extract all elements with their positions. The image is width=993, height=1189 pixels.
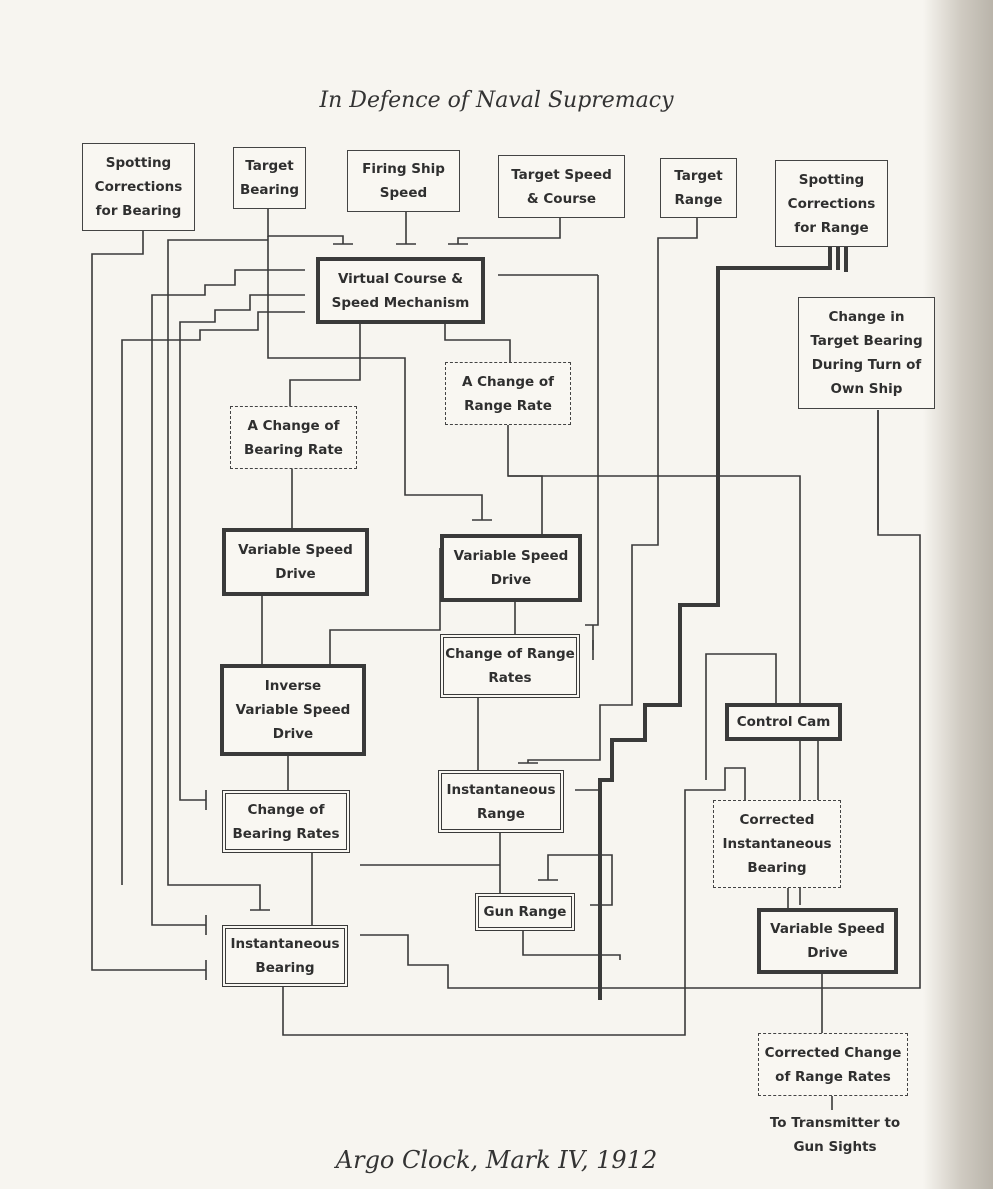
- change-of-range-rate-box: A Change of Range Rate: [445, 362, 571, 425]
- box-label: Variable Speed Drive: [238, 542, 353, 582]
- box-label: Corrected Change of Range Rates: [764, 1044, 902, 1085]
- change-of-bearing-rates-box: Change of Bearing Rates: [222, 790, 350, 853]
- variable-speed-drive-center-box: Variable Speed Drive: [440, 534, 582, 602]
- box-label: Change of Bearing Rates: [232, 801, 340, 842]
- box-label: Inverse Variable Speed Drive: [235, 678, 351, 742]
- inverse-variable-speed-drive-box: Inverse Variable Speed Drive: [220, 664, 366, 756]
- box-label: Firing Ship Speed: [362, 161, 445, 201]
- box-label: Change in Target Bearing During Turn of …: [810, 309, 923, 397]
- box-label: Instantaneous Bearing: [230, 936, 340, 976]
- control-cam-box: Control Cam: [725, 703, 842, 741]
- box-label: Variable Speed Drive: [770, 921, 885, 961]
- box-label: Target Speed & Course: [511, 166, 612, 207]
- page-title: In Defence of Naval Supremacy: [319, 88, 674, 113]
- firing-ship-speed-box: Firing Ship Speed: [347, 150, 460, 212]
- target-speed-course-box: Target Speed & Course: [498, 155, 625, 218]
- box-label: A Change of Range Rate: [461, 373, 555, 414]
- change-target-bearing-turn-box: Change in Target Bearing During Turn of …: [798, 297, 935, 409]
- box-label: Instantaneous Range: [446, 781, 556, 822]
- box-label: Spotting Corrections for Bearing: [94, 155, 183, 219]
- box-label: Virtual Course & Speed Mechanism: [331, 270, 470, 311]
- variable-speed-drive-left-box: Variable Speed Drive: [222, 528, 369, 596]
- box-label: Corrected Instantaneous Bearing: [722, 812, 832, 876]
- box-label: Variable Speed Drive: [453, 548, 569, 588]
- virtual-course-speed-mechanism-box: Virtual Course & Speed Mechanism: [316, 257, 485, 324]
- change-of-range-rates-box: Change of Range Rates: [440, 634, 580, 698]
- box-label: To Transmitter to Gun Sights: [769, 1115, 901, 1155]
- change-of-bearing-rate-box: A Change of Bearing Rate: [230, 406, 357, 469]
- box-label: Control Cam: [736, 714, 831, 730]
- instantaneous-bearing-box: Instantaneous Bearing: [222, 925, 348, 987]
- target-range-box: Target Range: [660, 158, 737, 218]
- instantaneous-range-box: Instantaneous Range: [438, 770, 564, 833]
- box-label: Target Range: [674, 168, 723, 208]
- to-transmitter-label: To Transmitter to Gun Sights: [760, 1110, 910, 1160]
- corrected-instantaneous-bearing-box: Corrected Instantaneous Bearing: [713, 800, 841, 888]
- box-label: Change of Range Rates: [445, 646, 575, 686]
- spotting-corrections-bearing-box: Spotting Corrections for Bearing: [82, 143, 195, 231]
- target-bearing-box: Target Bearing: [233, 147, 306, 209]
- box-label: Gun Range: [483, 904, 567, 920]
- variable-speed-drive-right-box: Variable Speed Drive: [757, 908, 898, 974]
- spotting-corrections-range-box: Spotting Corrections for Range: [775, 160, 888, 247]
- page-edge-shadow: [923, 0, 993, 1189]
- gun-range-box: Gun Range: [475, 893, 575, 931]
- box-label: Spotting Corrections for Range: [787, 171, 876, 236]
- box-label: Target Bearing: [239, 158, 300, 198]
- figure-caption: Argo Clock, Mark IV, 1912: [335, 1146, 658, 1174]
- corrected-change-range-rates-box: Corrected Change of Range Rates: [758, 1033, 908, 1096]
- box-label: A Change of Bearing Rate: [244, 417, 343, 458]
